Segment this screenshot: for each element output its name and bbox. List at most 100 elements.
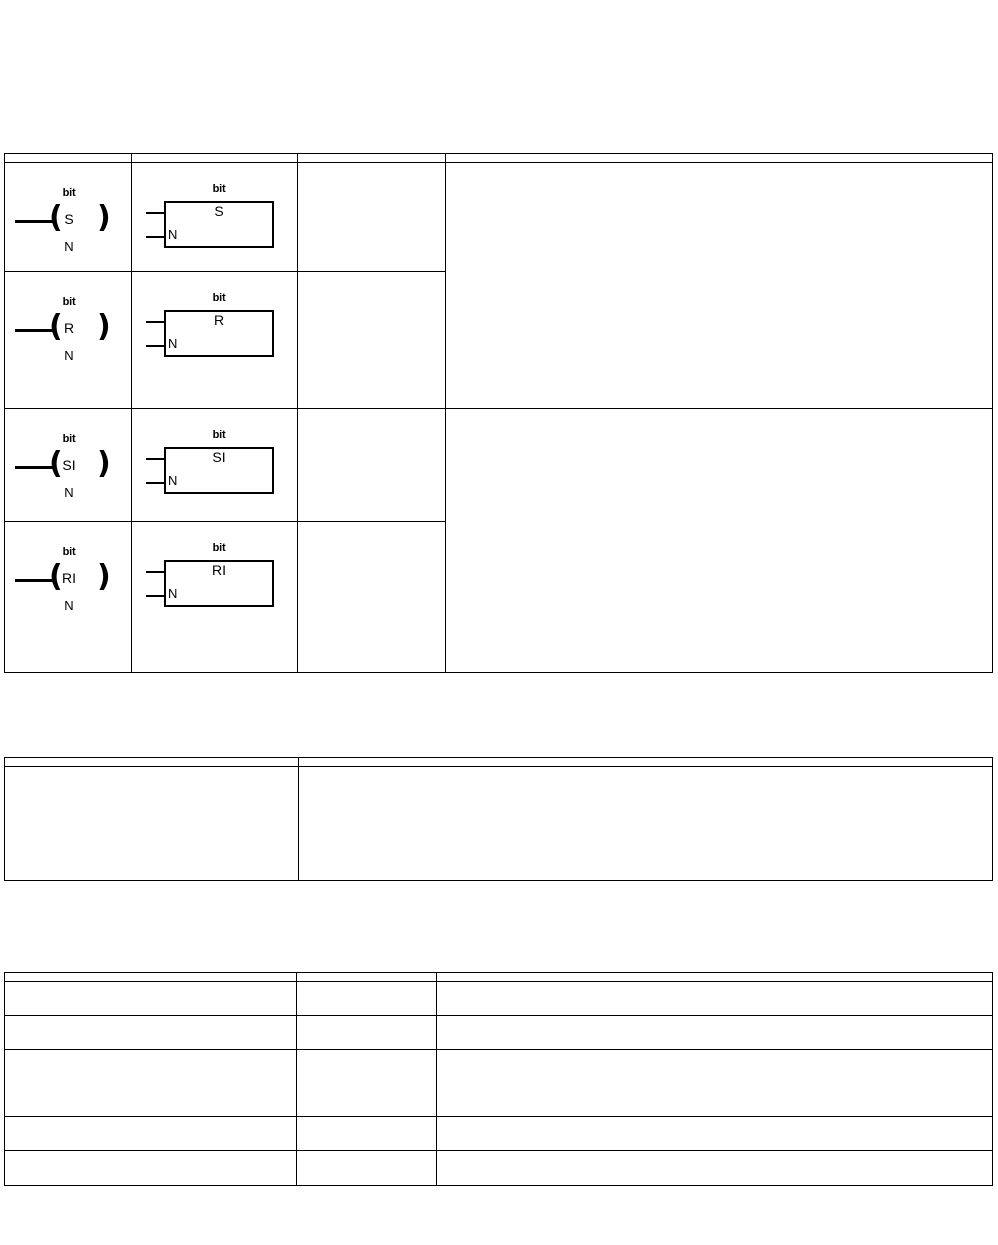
box-input-stub-bottom: [146, 482, 166, 485]
cell-param-description: [298, 766, 993, 881]
coil-left-paren-icon: (: [49, 309, 63, 344]
cell-datatype: [296, 1150, 437, 1186]
function-box-symbol-ri: bit RI N: [132, 522, 292, 672]
table-row: [4, 1049, 993, 1117]
cell-fbd-symbol-s: bit S N: [131, 162, 298, 272]
coil-n-label: N: [64, 598, 74, 613]
header-cell-description: [445, 153, 993, 163]
header-cell-datatype: [296, 972, 437, 982]
coil-left-paren-icon: (: [49, 446, 63, 481]
cell-datatype: [296, 1116, 437, 1151]
cell-datatype: [296, 1049, 437, 1117]
box-input-stub-top: [146, 212, 166, 215]
box-mnemonic-label: R: [213, 312, 225, 328]
coil-bit-label: bit: [62, 187, 76, 199]
cell-lad-symbol-r: bit ( R ) N: [4, 271, 132, 409]
table-row: [4, 1015, 993, 1050]
table-header-row: [4, 972, 993, 982]
cell-parameter-s: [297, 162, 446, 272]
header-cell-operand: [4, 972, 297, 982]
box-mnemonic-label: S: [214, 203, 224, 219]
function-box-symbol-r: bit R N: [132, 272, 292, 408]
box-bit-label: bit: [212, 429, 226, 441]
box-input-stub-top: [146, 458, 166, 461]
cell-operand: [4, 1015, 297, 1050]
header-cell-lad: [4, 153, 132, 163]
header-cell-param-description: [298, 757, 993, 767]
box-outline: [164, 447, 274, 494]
cell-operand: [4, 1116, 297, 1151]
box-outline: [164, 560, 274, 607]
coil-left-paren-icon: (: [49, 200, 63, 235]
box-n-label: N: [168, 586, 178, 601]
coil-bit-label: bit: [62, 546, 76, 558]
cell-operand-description: [436, 1116, 993, 1151]
function-box-symbol-s: bit S N: [132, 163, 292, 271]
table-row: [4, 766, 993, 881]
cell-param-name: [4, 766, 299, 881]
table-row: bit ( S ) N bit: [4, 162, 993, 409]
table-row: [4, 981, 993, 1016]
cell-lad-symbol-s: bit ( S ) N: [4, 162, 132, 272]
ladder-coil-symbol-ri: bit ( RI ) N: [5, 522, 131, 672]
box-mnemonic-label: RI: [212, 562, 226, 578]
coil-right-paren-icon: ): [97, 309, 111, 344]
box-input-stub-top: [146, 321, 166, 324]
coil-bit-label: bit: [62, 296, 76, 308]
table-row: bit ( R ) N bit: [4, 271, 993, 409]
box-n-label: N: [168, 336, 178, 351]
ladder-coil-symbol-si: bit ( SI ) N: [5, 409, 131, 521]
box-bit-label: bit: [212, 542, 226, 554]
table-row: bit ( RI ) N bit: [4, 521, 993, 673]
coil-rail-line: [15, 329, 53, 332]
header-cell-param-name: [4, 757, 299, 767]
coil-right-paren-icon: ): [97, 559, 111, 594]
cell-operand: [4, 1049, 297, 1117]
cell-description-immediate: [445, 408, 993, 673]
box-n-label: N: [168, 473, 178, 488]
coil-n-label: N: [64, 485, 74, 500]
cell-fbd-symbol-si: bit SI N: [131, 408, 298, 522]
cell-operand-description: [436, 1015, 993, 1050]
box-outline: [164, 310, 274, 357]
cell-parameter-ri: [297, 521, 446, 673]
coil-rail-line: [15, 220, 53, 223]
table-row: [4, 1116, 993, 1151]
instruction-symbols-table: bit ( S ) N bit: [4, 153, 993, 673]
coil-right-paren-icon: ): [97, 200, 111, 235]
cell-parameter-si: [297, 408, 446, 522]
coil-rail-line: [15, 579, 53, 582]
table-header-row: [4, 153, 993, 163]
box-outline: [164, 201, 274, 248]
coil-right-paren-icon: ): [97, 446, 111, 481]
box-bit-label: bit: [212, 292, 226, 304]
table-row: [4, 1150, 993, 1186]
box-n-label: N: [168, 227, 178, 242]
operands-table: [4, 972, 993, 1186]
coil-mnemonic-label: SI: [62, 457, 76, 473]
box-input-stub-bottom: [146, 345, 166, 348]
cell-operand-description: [436, 1049, 993, 1117]
coil-bit-label: bit: [62, 433, 76, 445]
header-cell-operand-description: [436, 972, 993, 982]
box-input-stub-bottom: [146, 236, 166, 239]
cell-operand: [4, 1150, 297, 1186]
coil-mnemonic-label: R: [63, 320, 75, 336]
coil-mnemonic-label: RI: [62, 570, 76, 586]
parameters-table: [4, 757, 993, 881]
cell-lad-symbol-si: bit ( SI ) N: [4, 408, 132, 522]
cell-fbd-symbol-ri: bit RI N: [131, 521, 298, 673]
ladder-coil-symbol-r: bit ( R ) N: [5, 272, 131, 408]
coil-n-label: N: [64, 239, 74, 254]
table-header-row: [4, 757, 993, 767]
header-cell-parameter: [297, 153, 446, 163]
cell-fbd-symbol-r: bit R N: [131, 271, 298, 409]
table-row: bit ( SI ) N bit: [4, 408, 993, 673]
cell-parameter-r: [297, 271, 446, 409]
cell-description-set-reset: [445, 162, 993, 409]
cell-datatype: [296, 1015, 437, 1050]
coil-left-paren-icon: (: [49, 559, 63, 594]
ladder-coil-symbol-s: bit ( S ) N: [5, 163, 131, 271]
box-input-stub-bottom: [146, 595, 166, 598]
